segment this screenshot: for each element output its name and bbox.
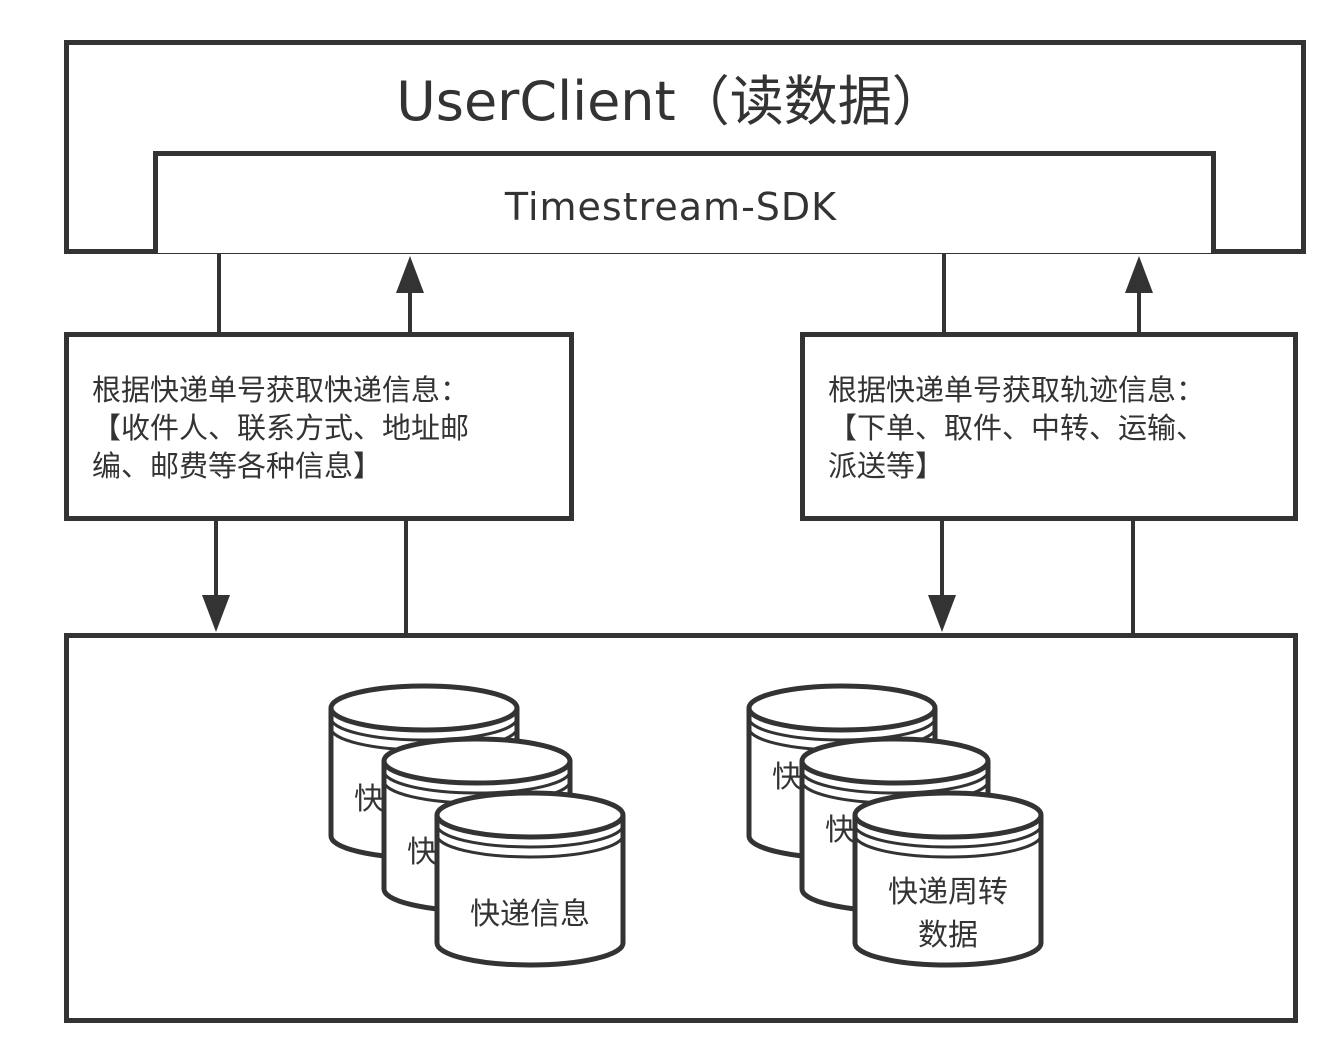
express-info-query-box (64, 332, 574, 521)
arrow-left-down-to-storage (202, 595, 230, 632)
user-client-title: UserClient（读数据） (396, 70, 946, 133)
express-info-db-middle-label: 快 (407, 835, 437, 870)
express-info-db-front: 快递信息 (437, 793, 623, 965)
express-info-db-label: 快递信息 (470, 897, 590, 932)
express-turnover-db-label-line-2: 数据 (918, 918, 978, 953)
express-info-query-line-1: 根据快递单号获取快递信息： (92, 373, 470, 407)
express-turnover-db-middle: 快 (802, 739, 988, 911)
express-info-db-back: 快 (331, 686, 517, 858)
express-turnover-db-back-label: 快 (772, 760, 802, 795)
trace-info-query-text: 根据快递单号获取轨迹信息： 【下单、取件、中转、运输、 派送等】 (828, 371, 1205, 485)
express-info-db-back-label: 快 (354, 782, 384, 817)
express-info-query-line-2: 【收件人、联系方式、地址邮 (92, 411, 470, 445)
express-turnover-db-stack: 快 快 快递周转 数据 (749, 686, 1041, 965)
express-turnover-db-middle-label: 快 (825, 813, 855, 848)
arrow-left-up-to-sdk (396, 256, 424, 293)
express-info-db-middle: 快 (384, 739, 570, 911)
timestream-sdk-title: Timestream-SDK (504, 185, 838, 229)
trace-info-query-box (800, 332, 1298, 521)
arrow-right-up-to-sdk (1125, 256, 1153, 293)
trace-info-query-line-2: 【下单、取件、中转、运输、 (828, 411, 1206, 445)
timestream-sdk-box (153, 151, 1216, 253)
express-info-db-stack: 快 快 快递信息 (331, 686, 623, 965)
express-info-query-text: 根据快递单号获取快递信息： 【收件人、联系方式、地址邮 编、邮费等各种信息】 (92, 371, 469, 485)
arrow-right-down-to-storage (928, 595, 956, 632)
storage-box (64, 633, 1298, 1023)
trace-info-query-line-1: 根据快递单号获取轨迹信息： (828, 373, 1206, 407)
trace-info-query-line-3: 派送等】 (828, 449, 945, 483)
express-turnover-db-back: 快 (749, 686, 935, 858)
express-info-query-line-3: 编、邮费等各种信息】 (92, 449, 383, 483)
express-turnover-db-front: 快递周转 数据 (855, 793, 1041, 965)
express-turnover-db-label-line-1: 快递周转 (888, 875, 1008, 910)
